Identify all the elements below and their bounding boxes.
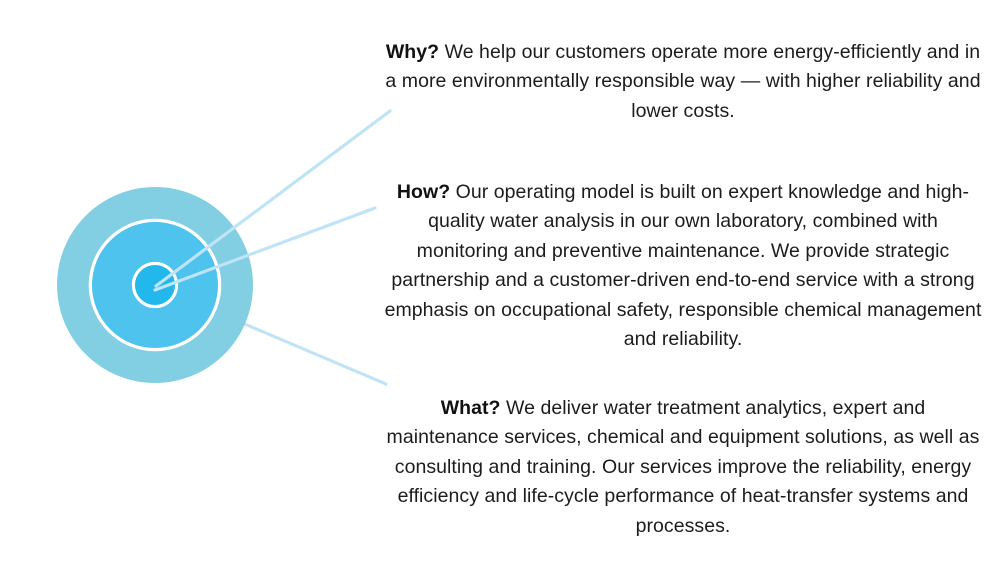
why-body-text: We help our customers operate more energ… (385, 40, 981, 122)
middle-ring-stroke (88, 218, 222, 352)
what-paragraph: What? We deliver water treatment analyti… (383, 394, 983, 542)
connector-line-what (238, 320, 388, 386)
connector-line-why (154, 109, 392, 288)
how-paragraph: How? Our operating model is built on exp… (383, 178, 983, 355)
what-body-text: We deliver water treatment analytics, ex… (386, 396, 980, 537)
inner-circle-stroke (131, 261, 179, 309)
why-paragraph: Why? We help our customers operate more … (383, 38, 983, 127)
why-lead-label: Why? (385, 40, 440, 63)
connector-line-how (153, 206, 377, 292)
how-body-text: Our operating model is built on expert k… (384, 180, 982, 351)
how-lead-label: How? (396, 180, 451, 203)
text-column: Why? We help our customers operate more … (383, 0, 983, 562)
what-lead-label: What? (440, 396, 501, 419)
